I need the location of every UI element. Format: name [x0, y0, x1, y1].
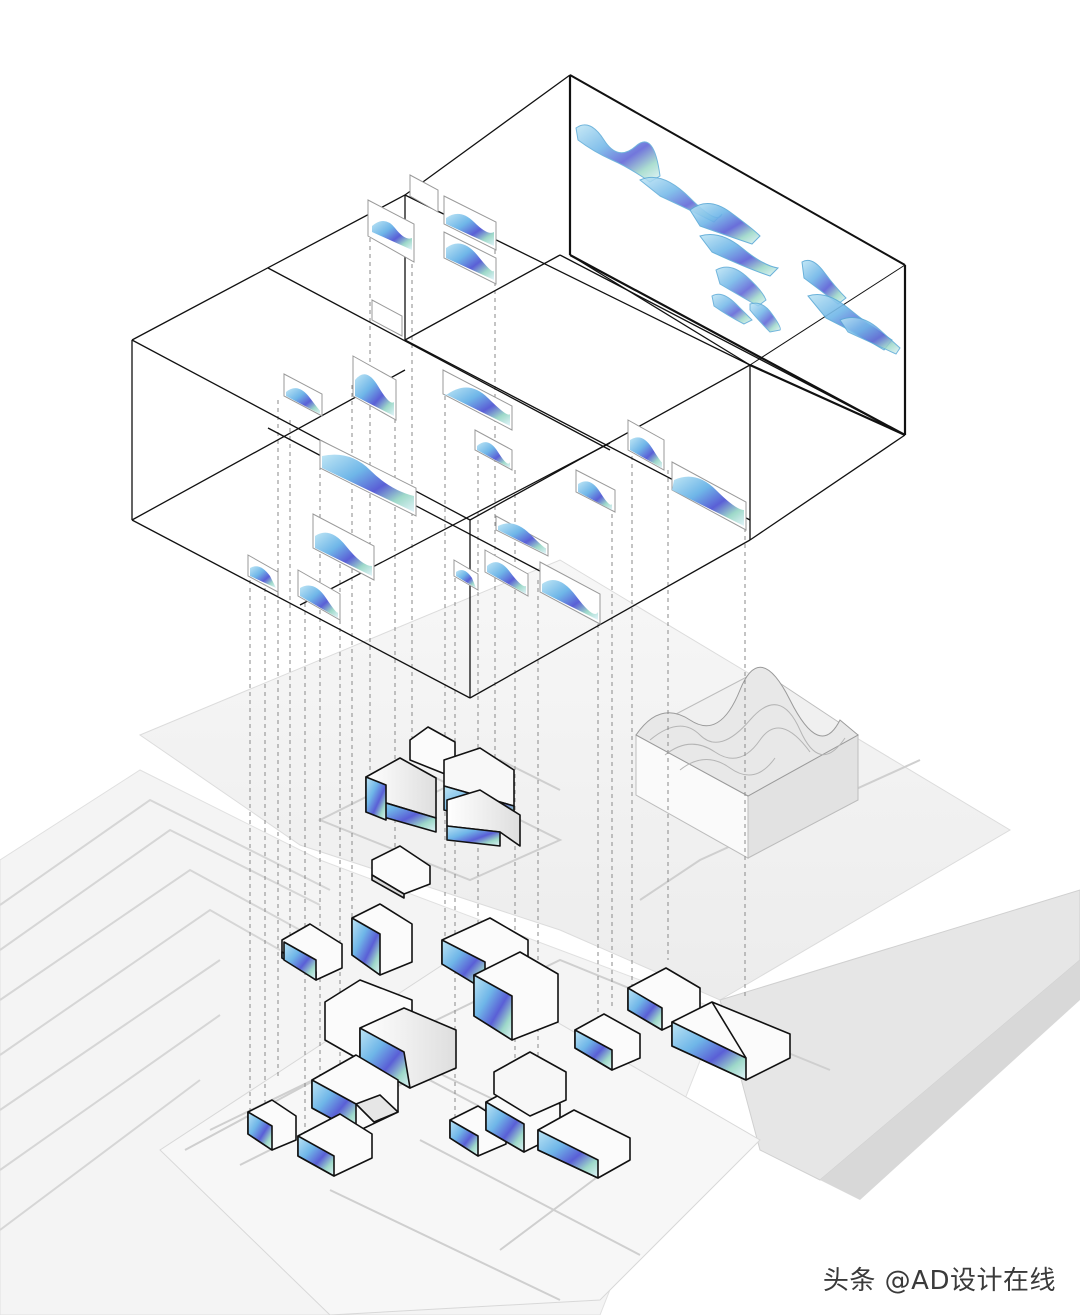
- wireframe-volume: [131, 74, 907, 699]
- wave-panels: [247, 174, 747, 625]
- building-cluster: [247, 726, 791, 1179]
- building-mid-5: [324, 979, 457, 1089]
- building-bottom-2: [297, 1113, 373, 1177]
- building-bottom-5: [493, 1051, 567, 1117]
- building-mid-1: [281, 923, 343, 981]
- building-top-1: [365, 726, 456, 833]
- building-right-1: [574, 1013, 641, 1071]
- wave-landscape-model: [635, 667, 859, 859]
- building-mid-2: [351, 903, 413, 976]
- building-top-2: [443, 747, 521, 847]
- building-right-3: [671, 1001, 791, 1081]
- building-mid-4: [473, 951, 559, 1041]
- wave-mural: [575, 124, 901, 355]
- panel-empty-1: [409, 174, 439, 213]
- building-bottom-6: [537, 1109, 631, 1179]
- building-small-mid: [371, 845, 431, 899]
- terrain-base: [0, 559, 1080, 1315]
- terrain-right-edge: [820, 960, 1080, 1200]
- watermark: 头条 @AD设计在线: [822, 1266, 1056, 1296]
- panel-empty-2: [371, 299, 403, 337]
- terrace-lines: [0, 798, 331, 1231]
- building-bottom-1: [247, 1099, 297, 1151]
